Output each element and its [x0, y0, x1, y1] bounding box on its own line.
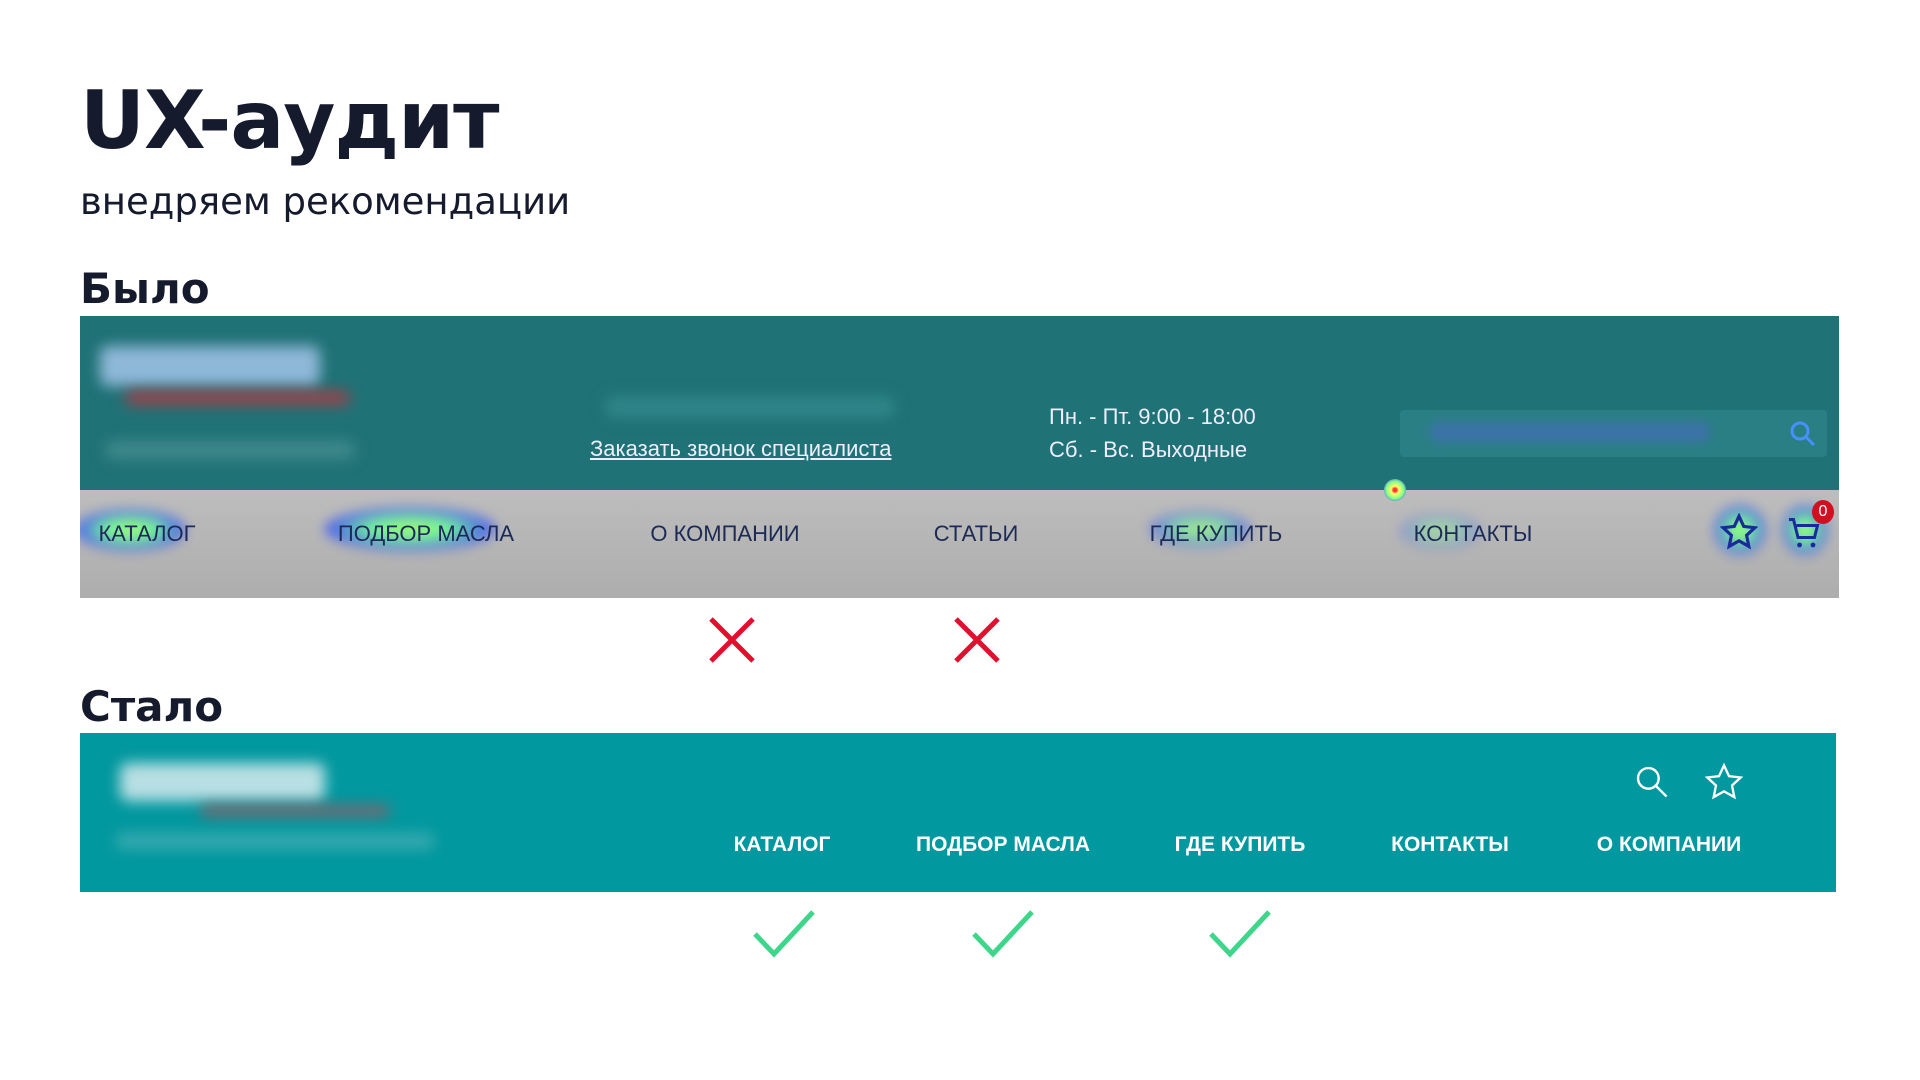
callback-link[interactable]: Заказать звонок специалиста	[590, 436, 892, 461]
after-label: Стало	[80, 682, 224, 731]
after-nav-catalog[interactable]: КАТАЛОГ	[733, 833, 831, 856]
favorites-star-icon[interactable]	[1704, 762, 1744, 802]
search-input[interactable]	[1400, 410, 1827, 457]
blurred-logo	[120, 763, 325, 801]
after-header-screenshot: КАТАЛОГ ПОДБОР МАСЛА ГДЕ КУПИТЬ КОНТАКТЫ…	[80, 733, 1836, 892]
blurred-tagline	[115, 833, 435, 849]
before-nav-about[interactable]: О КОМПАНИИ	[650, 521, 800, 546]
cross-icon	[954, 617, 1000, 663]
heatmap-click-spot	[1384, 479, 1406, 501]
blurred-logo	[100, 346, 320, 386]
heatmap-spot	[1400, 514, 1480, 548]
blurred-logo-stripe	[200, 805, 390, 817]
cart-icon[interactable]	[1785, 515, 1823, 551]
blurred-tagline	[105, 441, 355, 459]
heatmap-spot	[1150, 512, 1250, 546]
after-nav-oil-selection[interactable]: ПОДБОР МАСЛА	[915, 833, 1091, 856]
before-nav-catalog[interactable]: КАТАЛОГ	[98, 521, 196, 546]
blurred-search-placeholder	[1430, 422, 1710, 442]
before-nav-bar: КАТАЛОГ ПОДБОР МАСЛА О КОМПАНИИ СТАТЬИ Г…	[80, 490, 1839, 598]
before-nav-oil-selection[interactable]: ПОДБОР МАСЛА	[337, 521, 515, 546]
page-subtitle: внедряем рекомендации	[80, 180, 571, 223]
page-title: UX-аудит	[80, 74, 499, 167]
after-nav-contacts[interactable]: КОНТАКТЫ	[1391, 833, 1509, 856]
before-header-screenshot: Заказать звонок специалиста Пн. - Пт. 9:…	[80, 316, 1839, 598]
cart-count-badge: 0	[1812, 500, 1834, 524]
blurred-phone	[605, 396, 895, 418]
blurred-logo-stripe	[125, 391, 350, 405]
before-nav-where-to-buy[interactable]: ГДЕ КУПИТЬ	[1149, 521, 1283, 546]
heatmap-spot	[325, 508, 495, 550]
hours-weekend: Сб. - Вс. Выходные	[1049, 437, 1248, 462]
check-icon	[1209, 910, 1271, 958]
check-icon	[753, 910, 815, 958]
before-label: Было	[80, 264, 210, 313]
search-icon[interactable]	[1789, 420, 1817, 448]
favorites-star-icon[interactable]	[1720, 513, 1758, 551]
after-nav-about[interactable]: О КОМПАНИИ	[1596, 833, 1742, 856]
before-top-bar: Заказать звонок специалиста Пн. - Пт. 9:…	[80, 316, 1839, 490]
cross-icon	[709, 617, 755, 663]
after-nav-where-to-buy[interactable]: ГДЕ КУПИТЬ	[1174, 833, 1306, 856]
hours-weekdays: Пн. - Пт. 9:00 - 18:00	[1049, 404, 1256, 429]
heatmap-spot	[80, 510, 185, 550]
before-nav-articles[interactable]: СТАТЬИ	[933, 521, 1019, 546]
check-icon	[972, 910, 1034, 958]
before-nav-contacts[interactable]: КОНТАКТЫ	[1413, 521, 1533, 546]
search-icon[interactable]	[1635, 765, 1669, 799]
